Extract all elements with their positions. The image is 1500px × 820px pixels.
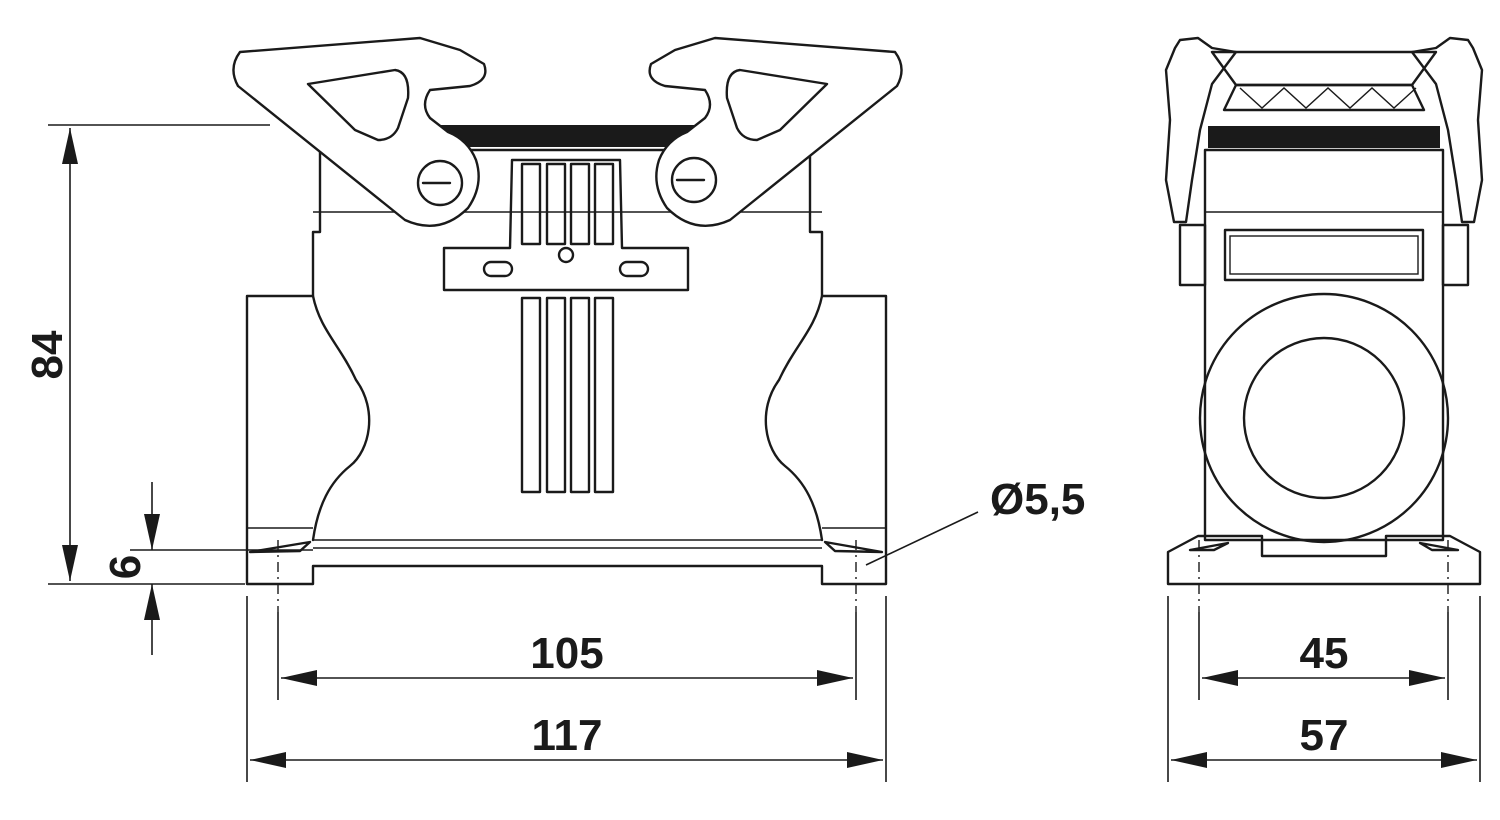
side-top-cap — [1210, 50, 1438, 87]
dim-117-arrow-left — [250, 752, 286, 768]
dim-6-label: 6 — [101, 555, 150, 579]
side-hole-mark-right — [1418, 541, 1460, 552]
front-housing-body — [245, 148, 888, 586]
side-lever-left[interactable] — [1164, 36, 1238, 224]
dim-105-label: 105 — [530, 629, 603, 678]
dim-45-arrow-right — [1409, 670, 1445, 686]
side-base-flange — [1166, 534, 1482, 586]
dim-84-label: 84 — [23, 330, 72, 379]
side-latch-left — [1178, 223, 1207, 287]
dim-105-arrow-right — [817, 670, 853, 686]
left-side-bulge — [311, 294, 371, 542]
clip-slot-right — [618, 260, 650, 278]
side-body — [1203, 148, 1445, 542]
clip-rib-1 — [520, 162, 542, 246]
right-lever-slot — [725, 68, 829, 142]
dim-84-arrow-bottom — [62, 545, 78, 581]
clip-slot-left — [482, 260, 514, 278]
dim-117-arrow-right — [847, 752, 883, 768]
clip-rib-3 — [569, 162, 591, 246]
center-clip — [442, 158, 690, 292]
clip-rib-2 — [545, 162, 567, 246]
side-hole-mark-left — [1188, 541, 1230, 552]
dim-6-arrow-top — [144, 514, 160, 550]
dim-57-label: 57 — [1300, 711, 1349, 760]
side-lattice — [1222, 83, 1426, 112]
right-screw[interactable] — [670, 156, 718, 204]
dim-hole-label: Ø5,5 — [990, 475, 1085, 524]
left-screw[interactable] — [416, 159, 464, 207]
clip-center-hole — [557, 246, 575, 264]
body-rib-1 — [520, 296, 542, 494]
side-lever-right[interactable] — [1410, 36, 1484, 224]
left-lever-slot — [306, 68, 410, 142]
side-dimensions: 45 57 — [1167, 596, 1481, 782]
dim-117-label: 117 — [532, 711, 603, 760]
dim-57-arrow-left — [1171, 752, 1207, 768]
dim-84-arrow-top — [62, 128, 78, 164]
front-view — [232, 36, 903, 612]
dim-45-label: 45 — [1300, 629, 1349, 678]
dim-105-arrow-left — [281, 670, 317, 686]
left-hole-mark — [248, 540, 312, 554]
side-lattice-zigzag — [1239, 87, 1417, 109]
dim-6-arrow-bottom — [144, 584, 160, 620]
clip-rib-4 — [593, 162, 615, 246]
dim-57-arrow-right — [1441, 752, 1477, 768]
side-seal-band — [1208, 126, 1440, 148]
cable-entry-outer — [1198, 292, 1450, 544]
right-side-bulge — [764, 294, 824, 542]
dim-hole-leader — [865, 511, 979, 566]
side-clip-inner — [1229, 235, 1419, 275]
dim-45-arrow-left — [1202, 670, 1238, 686]
side-latch-right — [1441, 223, 1470, 287]
cable-entry-inner — [1242, 336, 1406, 500]
body-rib-4 — [593, 296, 615, 494]
side-view — [1164, 36, 1484, 612]
body-rib-2 — [545, 296, 567, 494]
side-clip — [1223, 228, 1425, 282]
right-hole-mark — [823, 540, 884, 554]
front-dimensions: 84 6 Ø5,5 105 117 — [23, 124, 1085, 782]
body-rib-3 — [569, 296, 591, 494]
